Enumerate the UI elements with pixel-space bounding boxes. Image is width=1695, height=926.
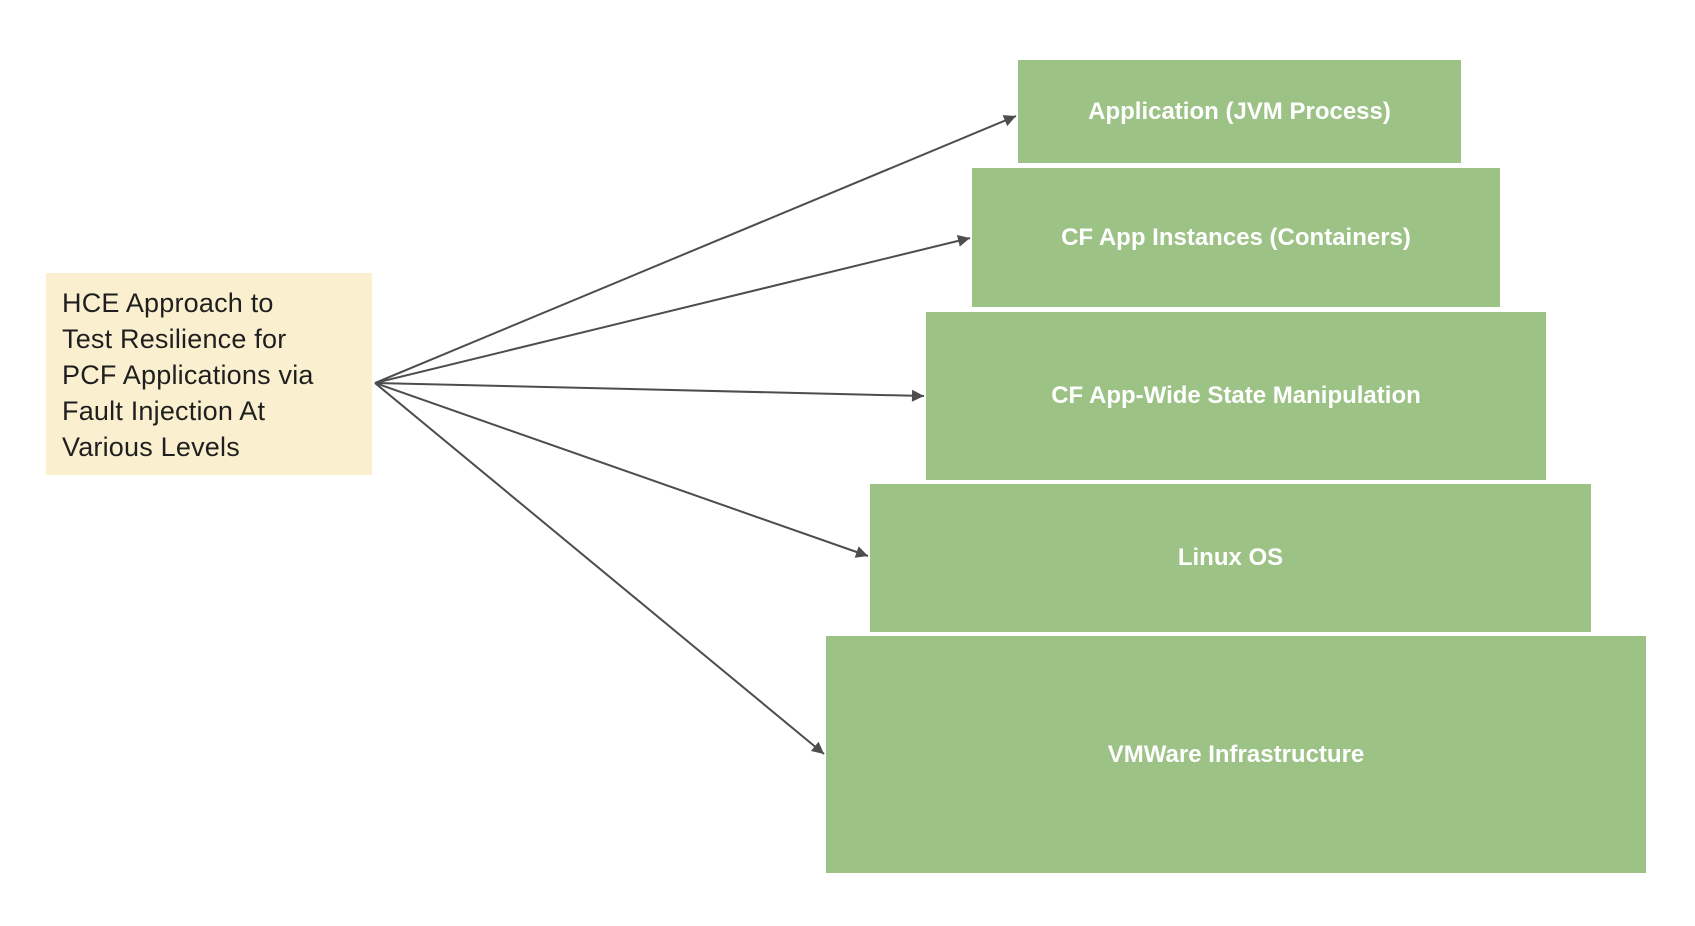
level-label: CF App Instances (Containers) bbox=[1061, 223, 1411, 251]
approach-note-line: Test Resilience for bbox=[62, 324, 287, 354]
level-label: Application (JVM Process) bbox=[1088, 97, 1391, 125]
level-label: VMWare Infrastructure bbox=[1107, 740, 1365, 768]
level-label: Linux OS bbox=[1177, 544, 1284, 571]
approach-note-line: Various Levels bbox=[62, 432, 240, 462]
arrow-to-cf-app-wide-state bbox=[374, 382, 925, 402]
approach-note: HCE Approach to Test Resilience for PCF … bbox=[46, 273, 372, 475]
arrow-to-application bbox=[374, 115, 1017, 384]
level-cf-app-wide-state-manipulation: CF App-Wide State Manipulation bbox=[926, 312, 1546, 480]
level-label: CF App-Wide State Manipulation bbox=[1051, 382, 1421, 409]
level-vmware-infrastructure: VMWare Infrastructure bbox=[826, 636, 1646, 873]
arrow-to-linux-os bbox=[374, 382, 869, 558]
approach-note-line: HCE Approach to bbox=[62, 288, 274, 318]
level-cf-app-instances: CF App Instances (Containers) bbox=[972, 168, 1500, 307]
approach-note-line: PCF Applications via bbox=[62, 360, 314, 390]
approach-note-line: Fault Injection At bbox=[62, 396, 266, 426]
level-linux-os: Linux OS bbox=[870, 484, 1591, 632]
arrow-to-cf-app-instances bbox=[374, 235, 971, 384]
arrow-to-vmware-infrastructure bbox=[374, 382, 825, 755]
level-application-jvm-process: Application (JVM Process) bbox=[1018, 60, 1461, 163]
